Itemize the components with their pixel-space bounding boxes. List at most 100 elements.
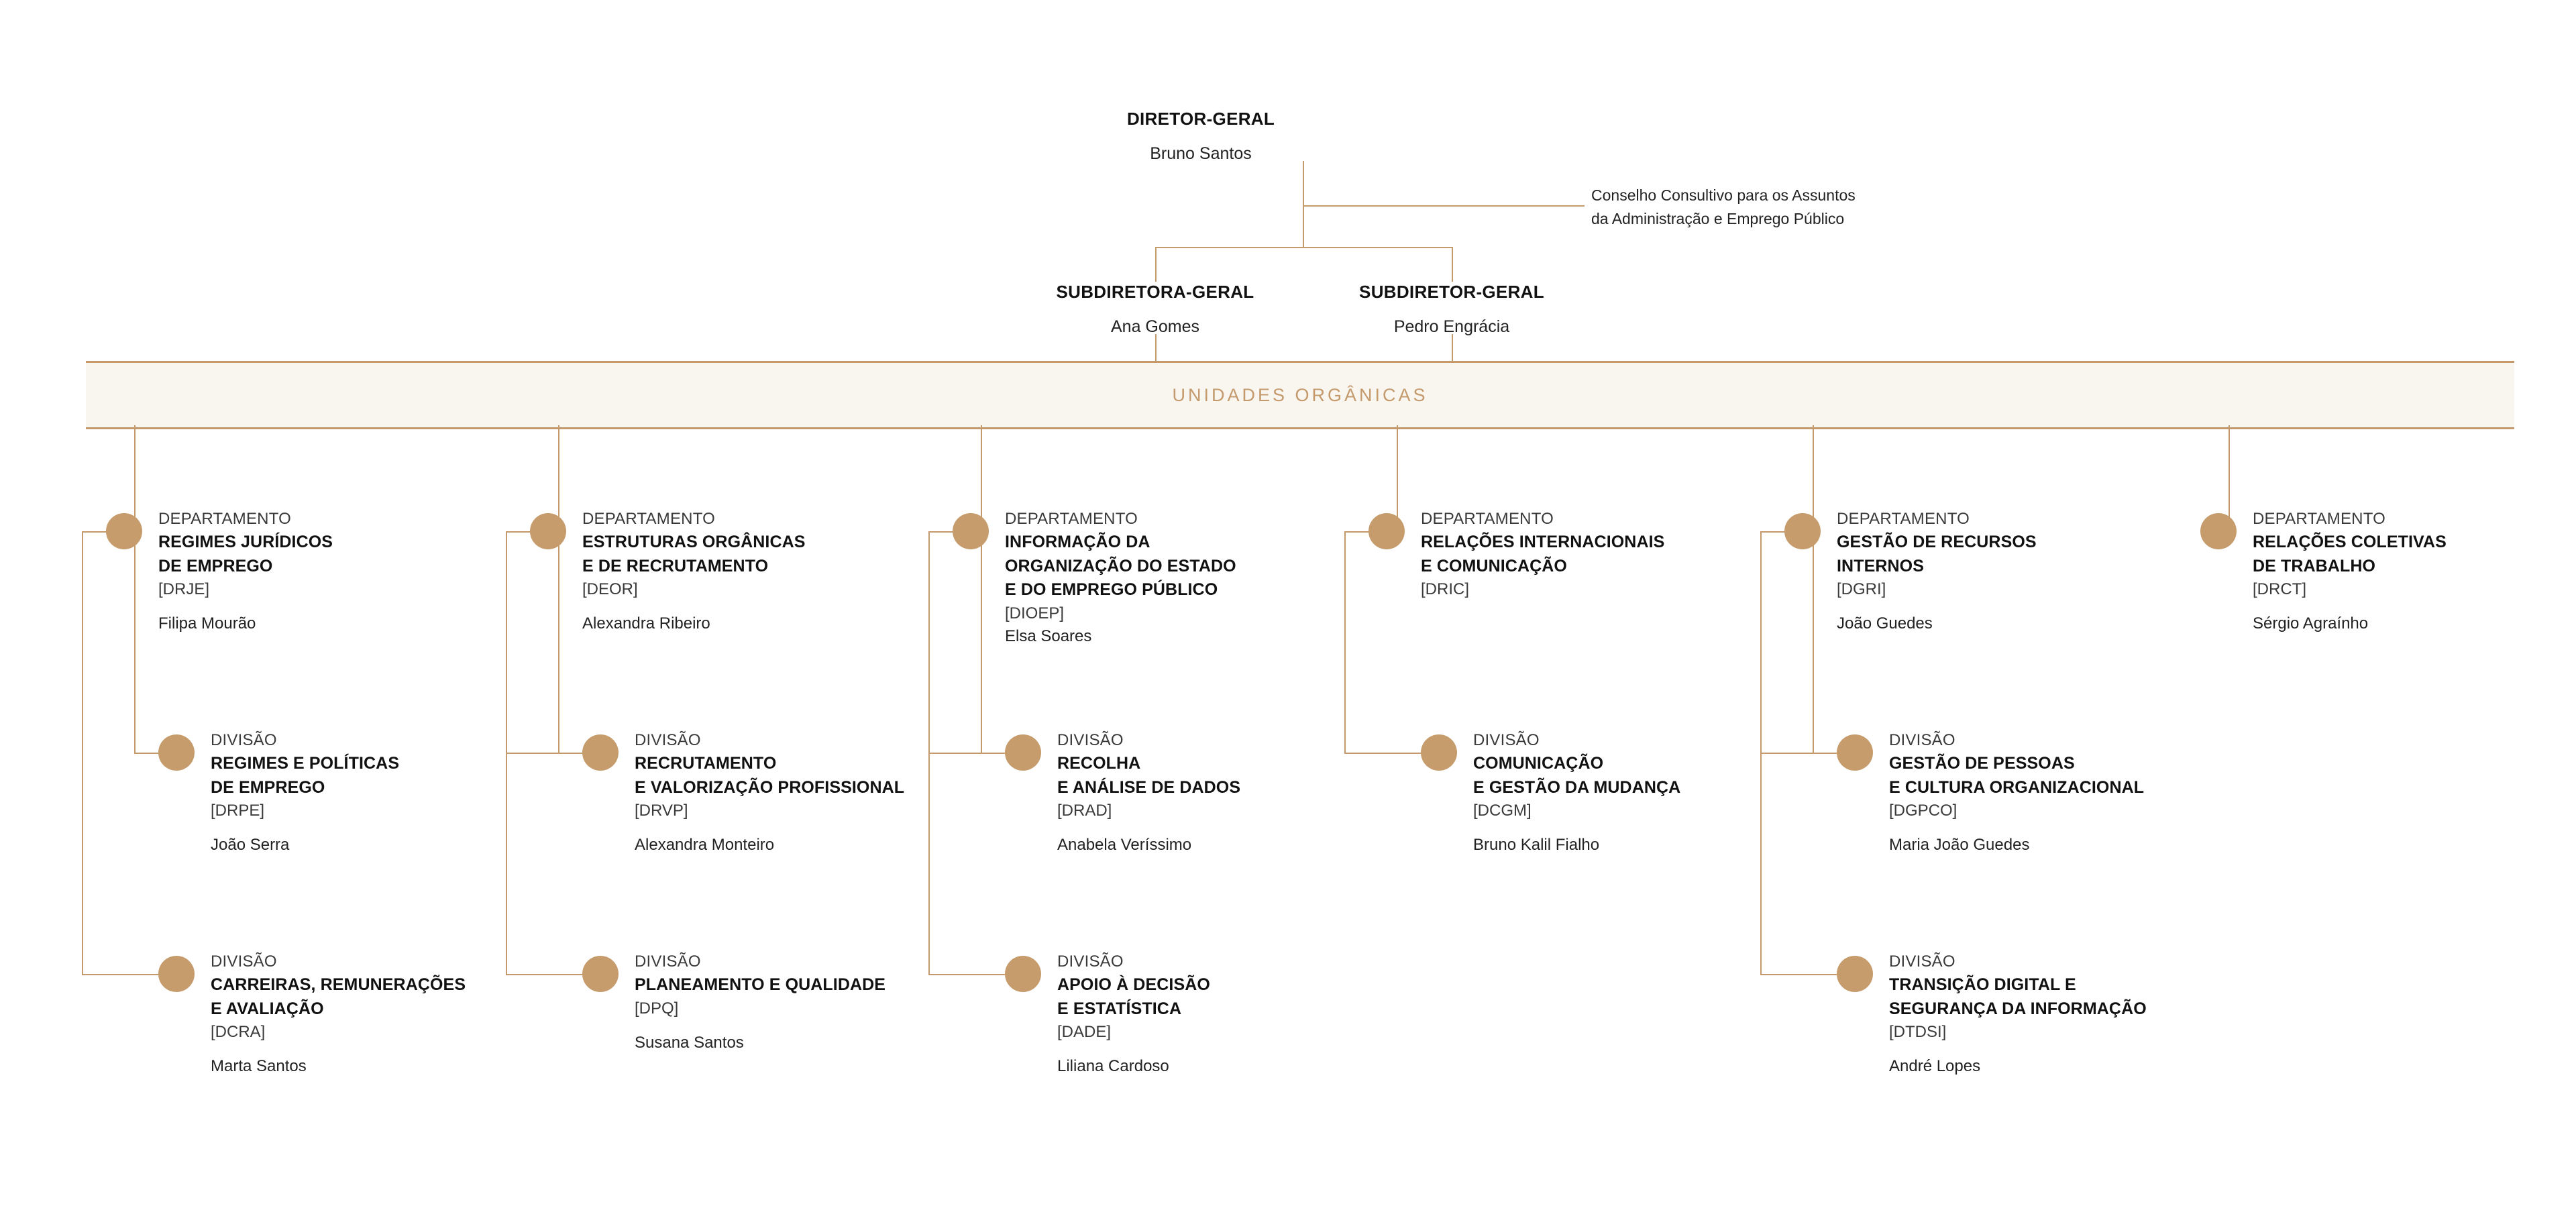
node-acronym: [DRIC] bbox=[1421, 580, 1469, 599]
node-title: TRANSIÇÃO DIGITAL E SEGURANÇA DA INFORMA… bbox=[1889, 975, 2147, 1018]
node-bullet-icon bbox=[582, 734, 619, 771]
node-bullet-icon bbox=[1837, 956, 1873, 992]
node-person: Maria João Guedes bbox=[1889, 836, 2030, 855]
node-title: RECOLHA E ANÁLISE DE DADOS bbox=[1057, 754, 1241, 797]
connector-column-1-dep-branch bbox=[82, 531, 121, 533]
connector-column-5-dep-branch bbox=[1760, 531, 1799, 533]
connector-subdirector-left-drop bbox=[1155, 247, 1157, 282]
connector-council bbox=[1303, 205, 1585, 207]
node-acronym: [DCRA] bbox=[211, 1023, 266, 1042]
node-title: APOIO À DECISÃO E ESTATÍSTICA bbox=[1057, 975, 1210, 1018]
connector-column-2-trunk bbox=[558, 425, 559, 531]
subdiretor-geral-person: Pedro Engrácia bbox=[1393, 317, 1510, 337]
node-acronym: [DGPCO] bbox=[1889, 802, 1957, 820]
connector-subdirector-right-drop bbox=[1452, 247, 1453, 282]
connector-column-5-div-2-branch bbox=[1760, 974, 1851, 975]
connector-column-2-div-2-branch bbox=[506, 974, 597, 975]
node-bullet-icon bbox=[530, 513, 566, 549]
node-person: João Serra bbox=[211, 836, 290, 855]
node-kind: DIVISÃO bbox=[1057, 731, 1124, 749]
node-title: GESTÃO DE RECURSOS INTERNOS bbox=[1837, 533, 2037, 575]
node-acronym: [DRAD] bbox=[1057, 802, 1112, 820]
node-bullet-icon bbox=[1368, 513, 1405, 549]
node-person: Liliana Cardoso bbox=[1057, 1057, 1169, 1076]
connector-column-2-sub-spine bbox=[558, 531, 559, 753]
connector-column-2-div-1-branch bbox=[506, 753, 597, 754]
node-bullet-icon bbox=[1837, 734, 1873, 771]
unidades-organicas-banner: UNIDADES ORGÂNICAS bbox=[86, 361, 2514, 429]
node-acronym: [DTDSI] bbox=[1889, 1023, 1947, 1042]
node-bullet-icon bbox=[158, 956, 195, 992]
node-subdiretor-geral: SUBDIRETOR-GERAL Pedro Engrácia bbox=[1351, 280, 1552, 339]
node-subdiretora-geral: SUBDIRETORA-GERAL Ana Gomes bbox=[1055, 280, 1256, 339]
node-person: Alexandra Ribeiro bbox=[582, 614, 710, 633]
node-acronym: [DEOR] bbox=[582, 580, 638, 599]
connector-column-4-div-1-branch bbox=[1344, 753, 1436, 754]
node-bullet-icon bbox=[1421, 734, 1457, 771]
node-title: REGIMES E POLÍTICAS DE EMPREGO bbox=[211, 754, 400, 797]
node-bullet-icon bbox=[106, 513, 142, 549]
connector-column-4-dep-branch bbox=[1344, 531, 1383, 533]
unidades-organicas-label: UNIDADES ORGÂNICAS bbox=[1172, 384, 1428, 405]
node-acronym: [DCGM] bbox=[1473, 802, 1532, 820]
node-diretor-geral: DIRETOR-GERAL Bruno Santos bbox=[1100, 107, 1301, 166]
subdiretora-geral-person: Ana Gomes bbox=[1110, 317, 1199, 337]
node-kind: DIVISÃO bbox=[1889, 731, 1955, 749]
node-acronym: [DADE] bbox=[1057, 1023, 1112, 1042]
node-kind: DEPARTAMENTO bbox=[1837, 510, 1970, 528]
connector-column-1-spine bbox=[82, 531, 83, 974]
node-acronym: [DGRI] bbox=[1837, 580, 1886, 599]
subdiretor-geral-role: SUBDIRETOR-GERAL bbox=[1359, 282, 1544, 302]
node-bullet-icon bbox=[582, 956, 619, 992]
node-kind: DEPARTAMENTO bbox=[1421, 510, 1554, 528]
connector-column-3-div-1-branch bbox=[928, 753, 1020, 754]
node-person: Susana Santos bbox=[635, 1033, 744, 1052]
connector-subdirector-to-banner bbox=[1452, 334, 1453, 372]
connector-column-3-dep-branch bbox=[928, 531, 967, 533]
node-person: André Lopes bbox=[1889, 1057, 1981, 1076]
node-bullet-icon bbox=[953, 513, 989, 549]
node-acronym: [DIOEP] bbox=[1005, 604, 1065, 622]
node-title: GESTÃO DE PESSOAS E CULTURA ORGANIZACION… bbox=[1889, 754, 2145, 797]
node-acronym: [DRCT] bbox=[2253, 580, 2306, 599]
node-person: Marta Santos bbox=[211, 1057, 307, 1076]
node-kind: DIVISÃO bbox=[1889, 952, 1955, 971]
diretor-geral-person: Bruno Santos bbox=[1150, 144, 1252, 164]
node-acronym: [DRJE] bbox=[158, 580, 210, 599]
node-title: RELAÇÕES COLETIVAS DE TRABALHO bbox=[2253, 533, 2447, 575]
diretor-geral-role: DIRETOR-GERAL bbox=[1126, 109, 1275, 129]
connector-column-4-spine bbox=[1344, 531, 1346, 753]
connector-subdirectors-bar bbox=[1155, 247, 1453, 248]
node-person: Elsa Soares bbox=[1005, 626, 1092, 645]
node-kind: DEPARTAMENTO bbox=[158, 510, 291, 528]
node-kind: DEPARTAMENTO bbox=[2253, 510, 2385, 528]
connector-column-1-div-2-branch bbox=[82, 974, 173, 975]
council-note: Conselho Consultivo para os Assuntos da … bbox=[1591, 186, 1856, 227]
node-title: COMUNICAÇÃO E GESTÃO DA MUDANÇA bbox=[1473, 754, 1681, 797]
node-title: RECRUTAMENTO E VALORIZAÇÃO PROFISSIONAL bbox=[635, 754, 905, 797]
node-kind: DEPARTAMENTO bbox=[1005, 510, 1138, 528]
connector-column-2-dep-branch bbox=[506, 531, 545, 533]
node-title: ESTRUTURAS ORGÂNICAS E DE RECRUTAMENTO bbox=[582, 533, 806, 575]
node-bullet-icon bbox=[2200, 513, 2237, 549]
node-title: CARREIRAS, REMUNERAÇÕES E AVALIAÇÃO bbox=[211, 975, 466, 1018]
node-person: Sérgio Agraínho bbox=[2253, 614, 2369, 633]
connector-column-5-sub-spine bbox=[1813, 531, 1814, 753]
connector-column-1-div-1-branch bbox=[134, 753, 173, 754]
node-kind: DEPARTAMENTO bbox=[582, 510, 715, 528]
connector-column-3-sub-spine bbox=[981, 531, 982, 753]
connector-column-5-div-1-branch bbox=[1760, 753, 1851, 754]
connector-column-3-div-2-branch bbox=[928, 974, 1020, 975]
node-person: Bruno Kalil Fialho bbox=[1473, 836, 1600, 855]
node-kind: DIVISÃO bbox=[635, 952, 701, 971]
node-acronym: [DRPE] bbox=[211, 802, 265, 820]
node-acronym: [DPQ] bbox=[635, 999, 679, 1018]
node-title: REGIMES JURÍDICOS DE EMPREGO bbox=[158, 533, 333, 575]
node-kind: DIVISÃO bbox=[211, 952, 277, 971]
node-bullet-icon bbox=[1005, 956, 1041, 992]
node-title: INFORMAÇÃO DA ORGANIZAÇÃO DO ESTADO E DO… bbox=[1005, 533, 1236, 600]
node-person: Alexandra Monteiro bbox=[635, 836, 775, 855]
connector-column-1-trunk bbox=[134, 425, 136, 531]
node-kind: DIVISÃO bbox=[635, 731, 701, 749]
